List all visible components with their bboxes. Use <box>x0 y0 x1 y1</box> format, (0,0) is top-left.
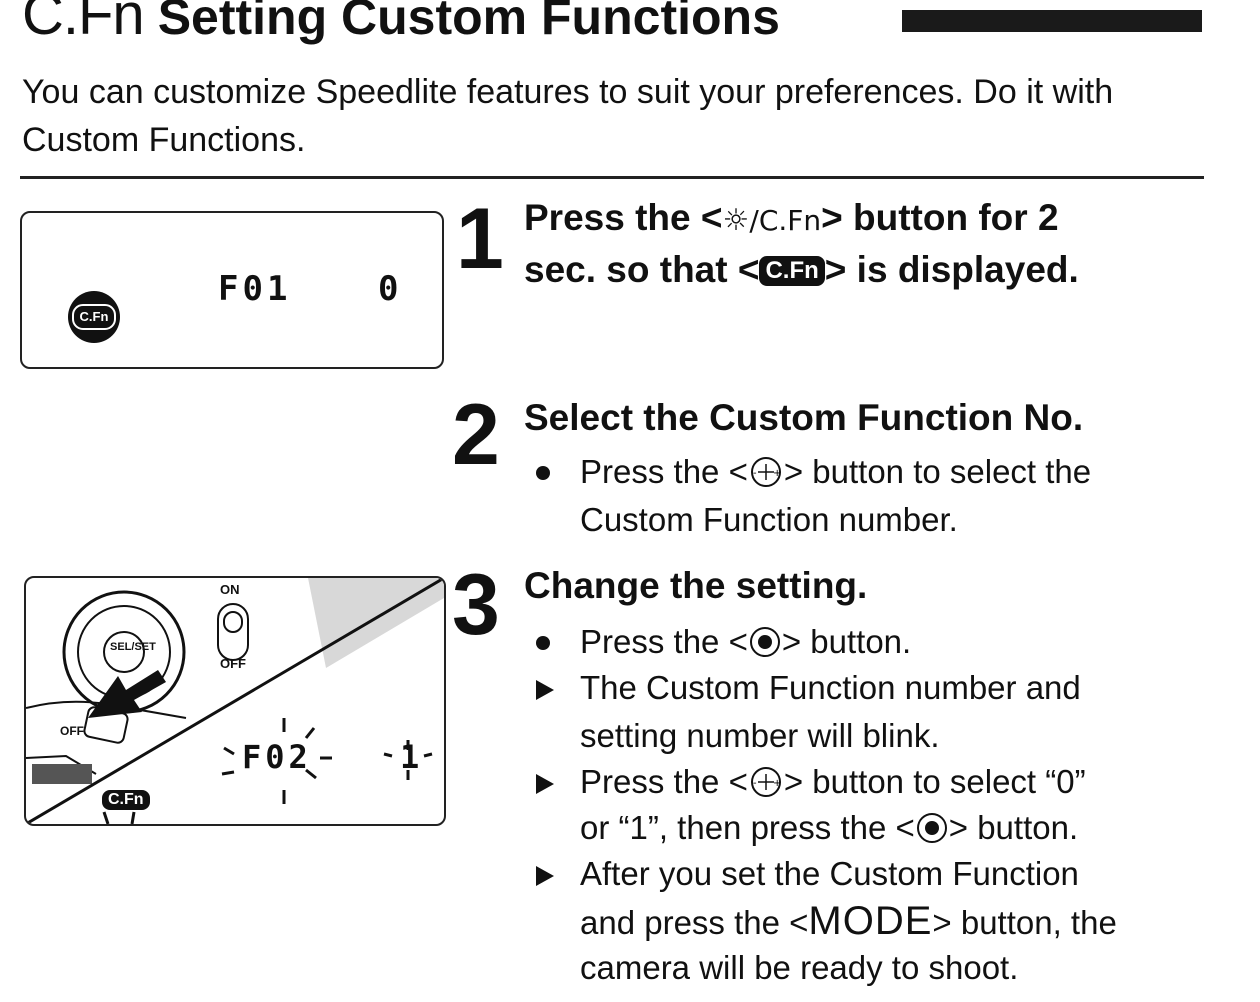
dial-icon: -+ <box>748 764 784 811</box>
lcd-setting-value: 0 <box>378 269 403 309</box>
on-label: ON <box>220 582 240 597</box>
step-number-2: 2 <box>452 387 500 483</box>
dial-icon: -+ <box>748 454 784 501</box>
cfn-badge-icon: C.Fn <box>68 291 120 343</box>
bullet-dot <box>536 466 550 480</box>
step-number-3: 3 <box>452 557 500 653</box>
step2-text-a: Press the < <box>580 453 748 490</box>
svg-text:+: + <box>773 468 781 479</box>
step3-bullet2-line2: setting number will blink. <box>580 717 940 754</box>
step3-b4-text-b: > button, the <box>932 904 1117 941</box>
step3-b3-text-b: > button to select “0” <box>783 763 1086 800</box>
step3-bullet3-line1: Press the < -+ > button to select “0” <box>580 758 1086 811</box>
title-text: Setting Custom Functions <box>157 0 780 45</box>
step1-line1: Press the <☼/C.Fn> button for 2 <box>524 192 1224 247</box>
cfn-label: C.Fn <box>22 0 145 47</box>
arrow-bullet-icon <box>536 866 554 886</box>
step3-title: Change the setting. <box>524 565 868 606</box>
step3-b1-text-a: Press the < <box>580 623 748 660</box>
off-label-left: OFF <box>60 724 84 738</box>
lcd2-setting-value: 1 <box>400 738 424 776</box>
step2-text-b: > button to select the <box>783 453 1092 490</box>
step3-bullet1: Press the < > button. <box>580 618 911 671</box>
cfn-button-label: /C.Fn <box>749 204 822 237</box>
step3-bullet3-line2: or “1”, then press the < > button. <box>580 804 1078 857</box>
camera-illustration: ON OFF OFF SEL/SET F02 1 C.Fn <box>24 576 446 826</box>
intro-paragraph: You can customize Speedlite features to … <box>22 73 1114 159</box>
lcd-panel-cfn: C.Fn F01 0 <box>20 211 444 369</box>
step1-text-b: > button for 2 <box>821 197 1059 238</box>
set-button-icon <box>915 810 949 857</box>
sel-set-label: SEL/SET <box>110 641 156 653</box>
step-number-1: 1 <box>456 191 504 287</box>
arrow-bullet-icon <box>536 680 554 700</box>
cfn-chip-icon: C.Fn <box>102 790 150 810</box>
step3-b1-text-b: > button. <box>781 623 912 660</box>
lcd2-function-number: F02 <box>242 738 312 776</box>
cfn-chip-icon: C.Fn <box>759 256 825 286</box>
step2-bullet-line1: Press the < -+ > button to select the <box>580 448 1091 501</box>
bullet-dot <box>536 636 550 650</box>
step1-text-c: sec. so that < <box>524 249 760 290</box>
step3-bullet2-line1: The Custom Function number and <box>580 669 1081 706</box>
page-title: C.Fn Setting Custom Functions <box>22 0 780 44</box>
step2-title: Select the Custom Function No. <box>524 397 1084 438</box>
step1-line2: sec. so that <C.Fn> is displayed. <box>524 244 1224 296</box>
step2-bullet-line2: Custom Function number. <box>580 501 958 538</box>
step3-b4-text-a: and press the < <box>580 904 809 941</box>
svg-text:+: + <box>773 778 781 789</box>
step3-bullet4-line3: camera will be ready to shoot. <box>580 949 1019 986</box>
step1-text-d: > is displayed. <box>824 249 1079 290</box>
title-bar-decoration <box>902 10 1202 32</box>
step3-bullet4-line2: and press the <MODE> button, the <box>580 898 1117 946</box>
svg-text:-: - <box>753 778 757 789</box>
step3-b3-text-d: > button. <box>948 809 1079 846</box>
step3-bullet4-line1: After you set the Custom Function <box>580 855 1079 892</box>
camera-drawing <box>26 578 444 824</box>
set-button-icon <box>748 624 782 671</box>
cfn-badge-text: C.Fn <box>72 304 116 330</box>
light-icon: ☼ <box>722 203 750 238</box>
step3-b3-text-c: or “1”, then press the < <box>580 809 915 846</box>
step1-text-a: Press the < <box>524 197 723 238</box>
step3-b3-text-a: Press the < <box>580 763 748 800</box>
divider <box>20 176 1204 179</box>
mode-button-label: MODE <box>808 899 933 943</box>
lcd-function-number: F01 <box>218 269 292 309</box>
arrow-bullet-icon <box>536 774 554 794</box>
off-label: OFF <box>220 656 246 671</box>
svg-text:-: - <box>753 468 757 479</box>
